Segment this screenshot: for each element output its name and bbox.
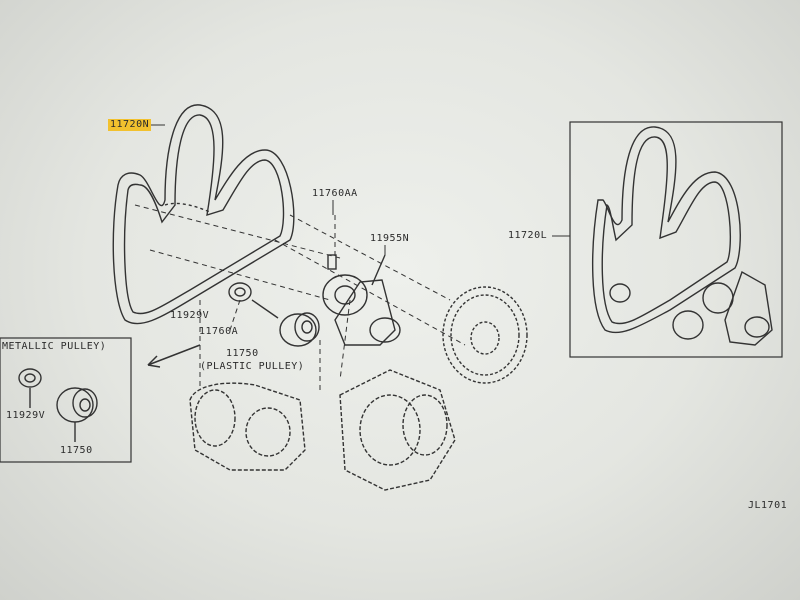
label-leaders: [150, 124, 570, 255]
idler-pulley-11750-drawing: [228, 282, 320, 347]
belt-11720l-drawing: [591, 126, 773, 346]
label-11720n: 11720N: [108, 119, 152, 131]
diagram-code: JL1701: [748, 500, 788, 511]
crank-pulley-drawing: [442, 286, 528, 384]
belt-11720n-drawing: [112, 104, 295, 325]
belt-11720l-inset-box: [569, 121, 783, 358]
label-11955n: 11955N: [370, 233, 410, 244]
label-metallic-pulley: METALLIC PULLEY): [2, 341, 107, 352]
inset-arrow: [147, 344, 201, 368]
inset-parts-drawing: [18, 368, 98, 442]
label-11760a: 11760A: [199, 326, 239, 337]
label-11760aa: 11760AA: [312, 188, 358, 199]
alternator-drawing: [339, 369, 456, 491]
label-inset-11929v: 11929V: [6, 410, 46, 421]
tensioner-11955n-drawing: [322, 254, 401, 346]
leader-lines: [134, 204, 466, 390]
label-plastic-pulley: (PLASTIC PULLEY): [200, 361, 305, 372]
label-11720l: 11720L: [508, 230, 548, 241]
label-11750: 11750: [226, 348, 259, 359]
label-11929v: 11929V: [170, 310, 210, 321]
metallic-pulley-inset-box: [0, 337, 132, 463]
label-inset-11750: 11750: [60, 445, 93, 456]
compressor-drawing: [189, 382, 306, 471]
